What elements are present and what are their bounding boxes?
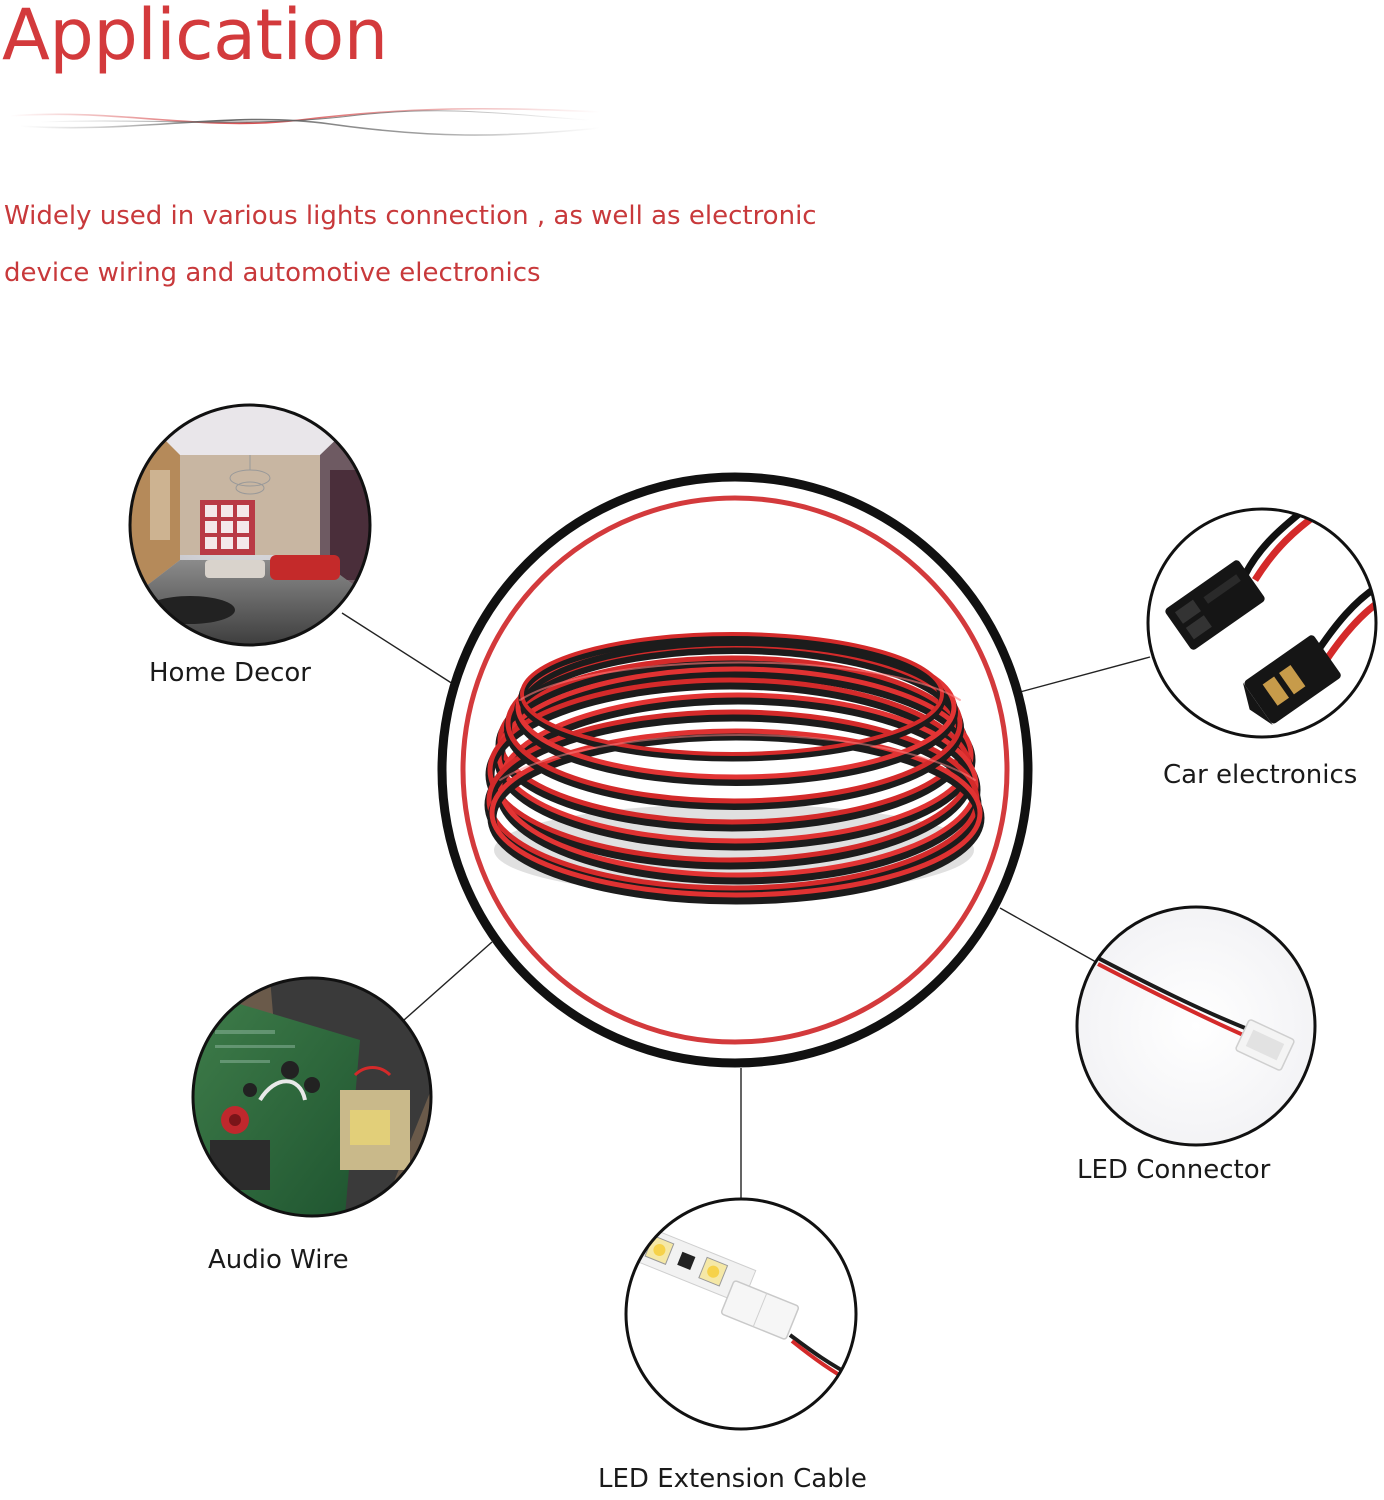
page-title: Application — [2, 0, 388, 76]
amplifier-board-image — [193, 978, 431, 1216]
label-home-decor: Home Decor — [149, 658, 311, 688]
line-audio-wire — [403, 941, 493, 1021]
car-electronics-circle — [1146, 507, 1378, 739]
led-strip-image — [626, 1199, 856, 1429]
black-connector-image — [1148, 509, 1376, 737]
line-home-decor — [341, 612, 454, 685]
led-extension-circle — [624, 1197, 858, 1431]
line-car-electronics — [1019, 656, 1151, 693]
label-led-connector: LED Connector — [1077, 1155, 1271, 1185]
description-line-1: Widely used in various lights connection… — [4, 201, 817, 231]
center-product — [437, 472, 1033, 1068]
wire-coil-image — [484, 632, 985, 905]
led-connector-image — [1077, 907, 1315, 1145]
description-line-2: device wiring and automotive electronics — [4, 258, 541, 288]
label-car-electronics: Car electronics — [1163, 760, 1358, 790]
label-audio-wire: Audio Wire — [208, 1245, 349, 1275]
home-decor-circle — [128, 403, 372, 647]
line-led-connector — [999, 907, 1097, 963]
label-led-extension-cable: LED Extension Cable — [598, 1464, 867, 1494]
decorative-swoosh — [9, 107, 601, 136]
description: Widely used in various lights connection… — [4, 188, 904, 302]
connector-lines — [341, 612, 1151, 1198]
audio-wire-circle — [191, 976, 433, 1218]
led-connector-circle — [1075, 905, 1317, 1147]
